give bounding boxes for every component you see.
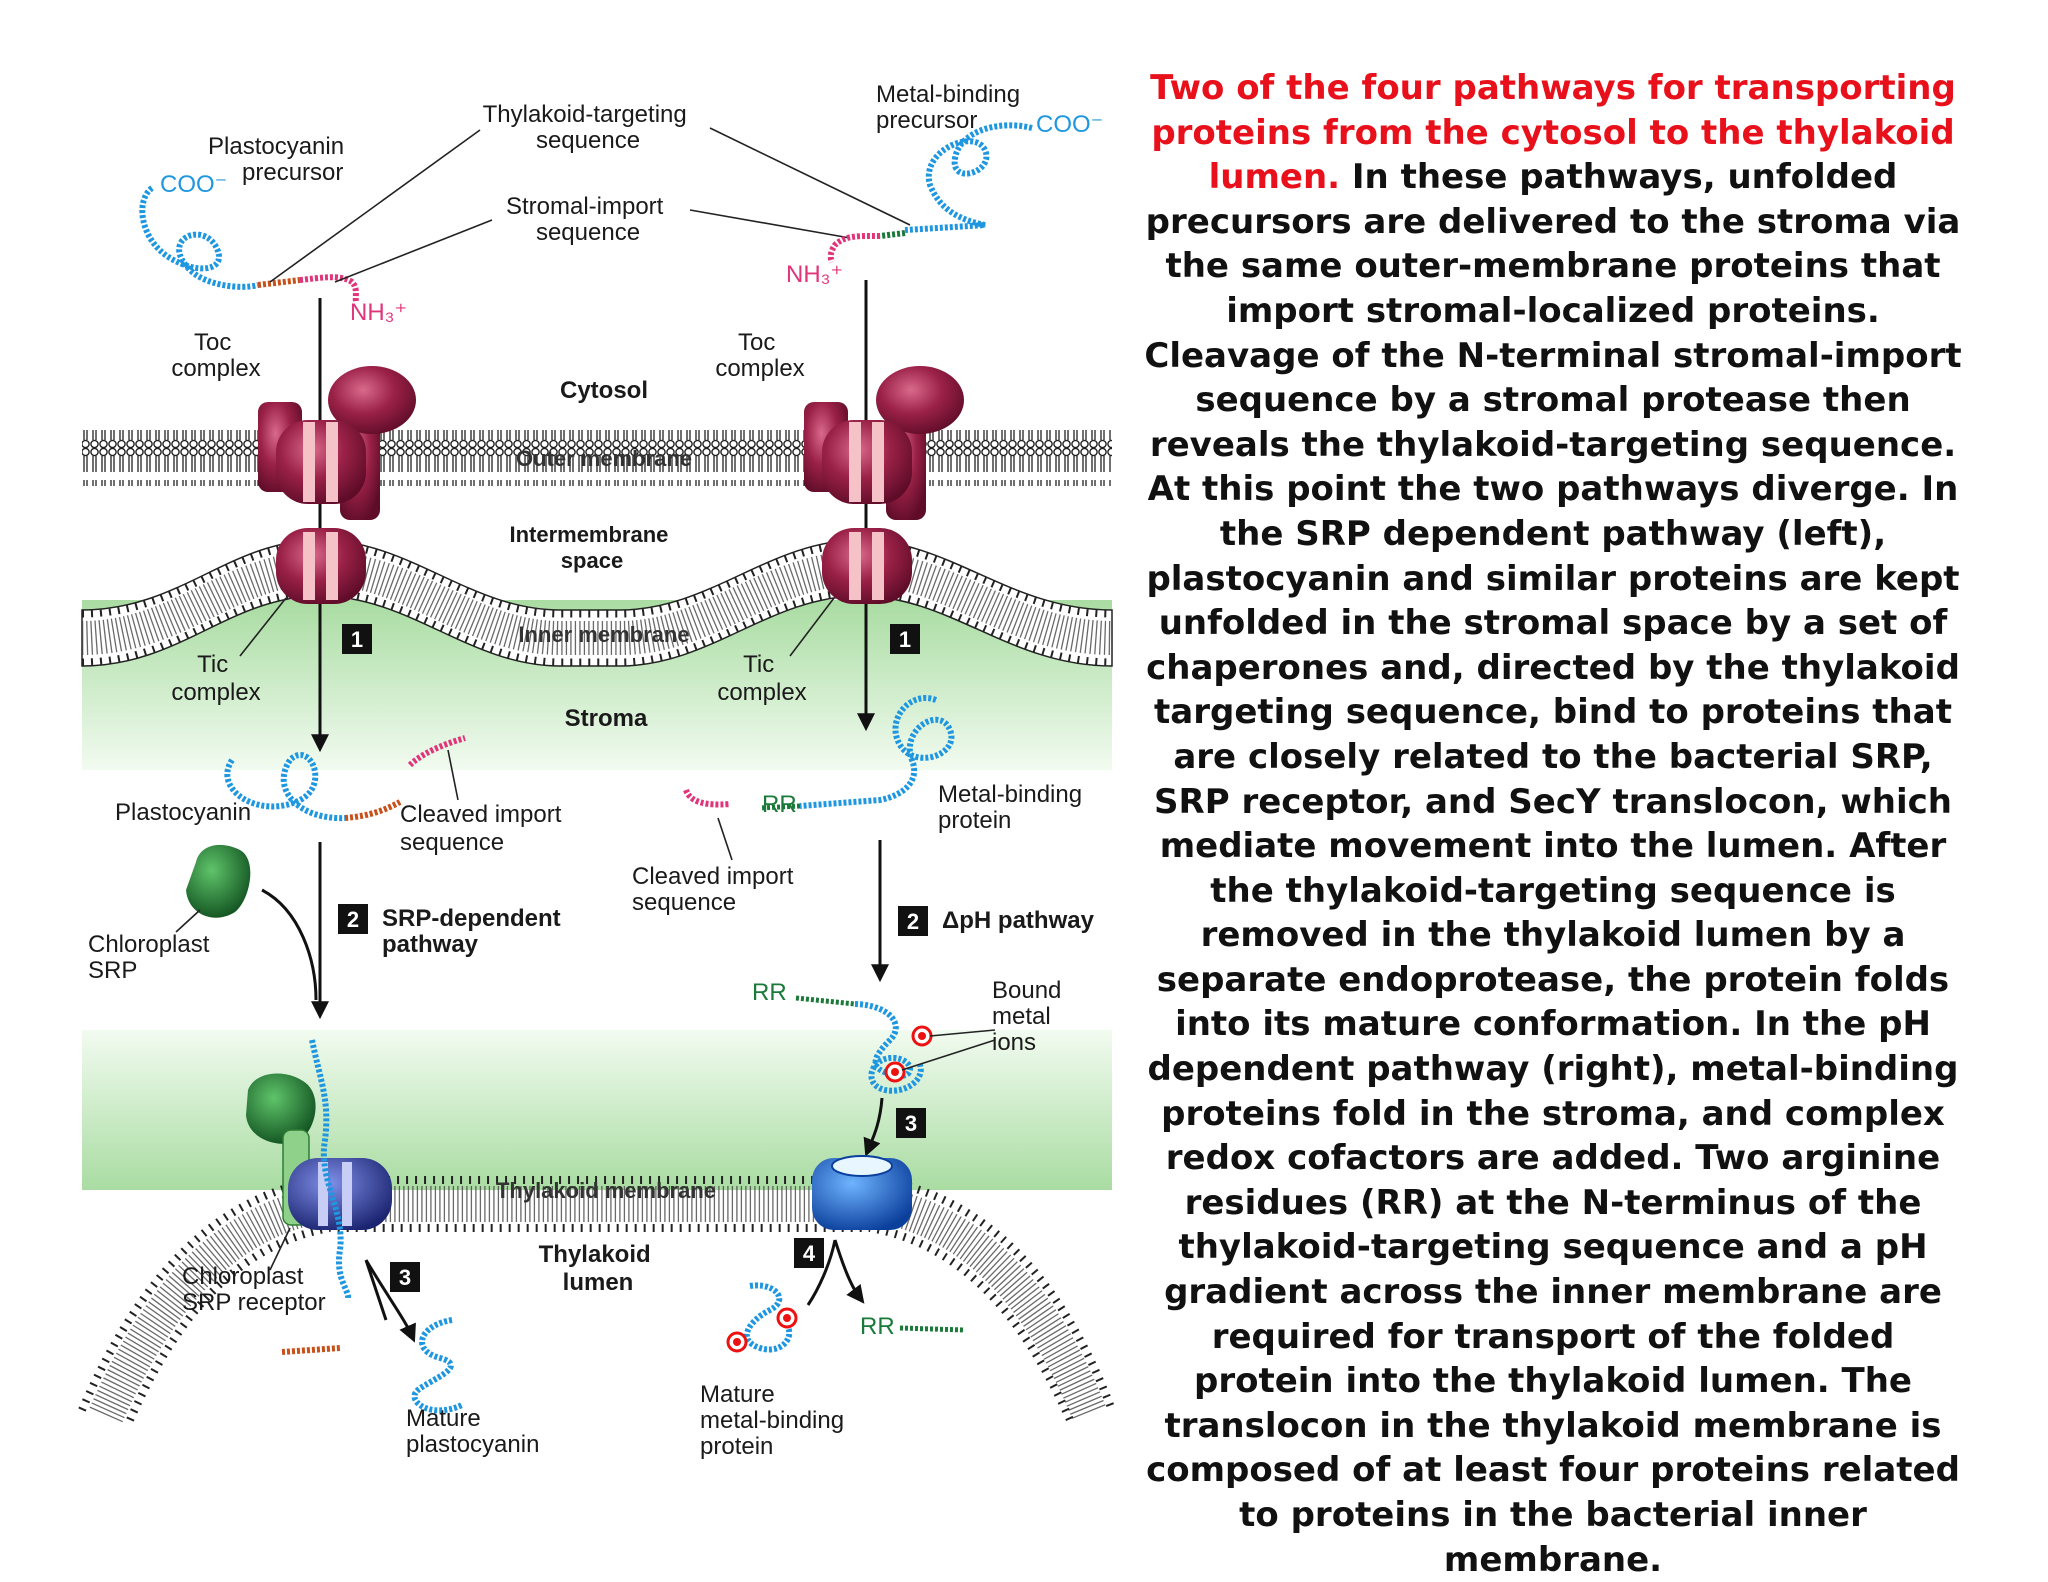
rr-seq-stroma: [759, 803, 801, 811]
step-2-right: 2: [898, 906, 928, 936]
label-bound-metal-ions: Bound metal ions: [992, 977, 1068, 1056]
rr-seq-cleaved: [899, 1325, 966, 1333]
cleaved-import-right-chain: [683, 788, 731, 808]
label-tic-right: Tic complex: [717, 651, 806, 706]
label-inner-membrane: Inner membrane: [518, 622, 689, 647]
leader-cleaved-right: [717, 817, 733, 861]
leader-stromal-seq: [334, 209, 851, 283]
label-cleaved-import-right: Cleaved import sequence: [632, 863, 800, 916]
step-2-left: 2: [338, 904, 368, 934]
toc-complex-left: [258, 366, 416, 520]
pathway-diagram: 1 2 3 1: [78, 81, 1116, 1460]
thylakoid-seq-stroma-left: [344, 799, 402, 821]
label-outer-membrane: Outer membrane: [516, 446, 692, 471]
folded-metal-protein: [854, 1001, 924, 1094]
left-release-arrows: [364, 1259, 412, 1336]
inner-membrane-heads-lower: [81, 588, 1113, 666]
leader-tic-left: [239, 597, 287, 657]
leader-tic-right: [789, 597, 835, 657]
step-4-right: 4: [794, 1238, 824, 1268]
thylakoid-membrane-inner: [126, 1224, 1074, 1422]
label-nh3-left: NH₃⁺: [350, 299, 407, 326]
label-rr-folded: RR: [752, 979, 787, 1006]
label-mature-metal-binding-protein: Mature metal-binding protein: [700, 1381, 851, 1460]
svg-text:2: 2: [347, 907, 359, 932]
label-intermembrane-space: Intermembrane space: [509, 522, 674, 573]
srp-join-arrow: [261, 888, 318, 1001]
leader-cleaved-left: [447, 749, 459, 801]
label-stromal-import: Stromal-import sequence: [506, 193, 670, 246]
mature-metal-ion-1-core: [783, 1314, 791, 1322]
label-rr-stroma: RR: [762, 791, 797, 818]
svg-text:3: 3: [905, 1111, 917, 1136]
step-1-right: 1: [890, 624, 920, 654]
svg-text:1: 1: [351, 627, 363, 652]
figure-caption: Two of the four pathways for transportin…: [1138, 66, 1968, 1582]
tic-complex-right: [822, 528, 912, 604]
label-coo-right: COO⁻: [1036, 111, 1103, 138]
cleaved-thylakoid-seq-left: [281, 1345, 341, 1355]
plastocyanin-stroma: [224, 752, 346, 822]
leader-srp-receptor: [269, 1227, 291, 1271]
label-srp-pathway: SRP-dependent pathway: [382, 905, 567, 958]
label-mature-plastocyanin: Mature plastocyanin: [406, 1405, 539, 1458]
label-nh3-right: NH₃⁺: [786, 261, 843, 288]
step-1-left: 1: [342, 624, 372, 654]
step-3-left: 3: [390, 1262, 420, 1292]
label-metal-binding-precursor: Metal-binding precursor: [876, 81, 1027, 134]
metal-ion-2-core: [891, 1068, 899, 1076]
ph-translocon: [812, 1155, 912, 1230]
thylakoid-seq-left: [257, 277, 301, 288]
metal-ion-1-core: [918, 1032, 926, 1040]
ph-step3-arrow: [863, 1097, 884, 1157]
label-thylakoid-membrane: Thylakoid membrane: [496, 1178, 716, 1203]
label-tic-left: Tic complex: [171, 651, 260, 706]
metal-binding-precursor-chain: [904, 122, 1033, 233]
import-seq-right: [827, 232, 881, 264]
srp-receptor-complex: [246, 1073, 392, 1230]
caption-title: Two of the four pathways for transportin…: [1150, 68, 1956, 198]
rr-seq-folded: [795, 995, 856, 1007]
label-rr-cleaved: RR: [860, 1313, 895, 1340]
cleaved-import-left-chain: [407, 735, 466, 768]
step-3-right: 3: [896, 1108, 926, 1138]
label-cleaved-import-left: Cleaved import sequence: [400, 801, 568, 856]
svg-text:2: 2: [907, 909, 919, 934]
label-coo-left: COO⁻: [160, 171, 227, 198]
toc-complex-right: [804, 366, 964, 520]
label-chloroplast-srp-receptor: Chloroplast SRP receptor: [182, 1263, 326, 1316]
thylakoid-seq-right: [879, 230, 906, 239]
label-cytosol: Cytosol: [560, 377, 648, 404]
label-plastocyanin: Plastocyanin: [115, 799, 251, 826]
mature-plastocyanin-chain: [411, 1317, 464, 1414]
label-chloroplast-srp: Chloroplast SRP: [88, 931, 216, 984]
label-ph-pathway: ΔpH pathway: [942, 907, 1095, 934]
label-toc-left: Toc complex: [171, 329, 260, 382]
plastocyanin-precursor-chain: [139, 185, 259, 290]
label-toc-right: Toc complex: [715, 329, 804, 382]
mature-metal-protein-chain: [744, 1282, 793, 1353]
svg-text:3: 3: [399, 1265, 411, 1290]
inner-membrane-heads: [81, 540, 1113, 618]
chloroplast-srp: [175, 844, 251, 933]
label-thylakoid-targeting: Thylakoid-targeting sequence: [483, 101, 694, 154]
svg-text:4: 4: [803, 1241, 816, 1266]
stroma-region-lower: [82, 1030, 1112, 1190]
label-plastocyanin-precursor: Plastocyanin precursor: [208, 133, 351, 186]
thylakoid-membrane: [78, 1176, 1116, 1412]
caption-body: In these pathways, unfolded precursors a…: [1144, 157, 1962, 1580]
label-stroma: Stroma: [565, 705, 648, 732]
label-thylakoid-lumen: Thylakoid lumen: [539, 1241, 658, 1296]
leader-thylakoid-seq: [269, 127, 911, 283]
tic-complex-left: [276, 528, 366, 604]
leader-bound-metal: [901, 1029, 996, 1071]
import-seq-left: [299, 274, 359, 303]
right-release-arrows: [806, 1239, 860, 1305]
outer-membrane: [82, 430, 1112, 486]
label-metal-binding-protein: Metal-binding protein: [938, 781, 1089, 834]
mature-metal-ion-2-core: [733, 1338, 741, 1346]
svg-text:1: 1: [899, 627, 911, 652]
